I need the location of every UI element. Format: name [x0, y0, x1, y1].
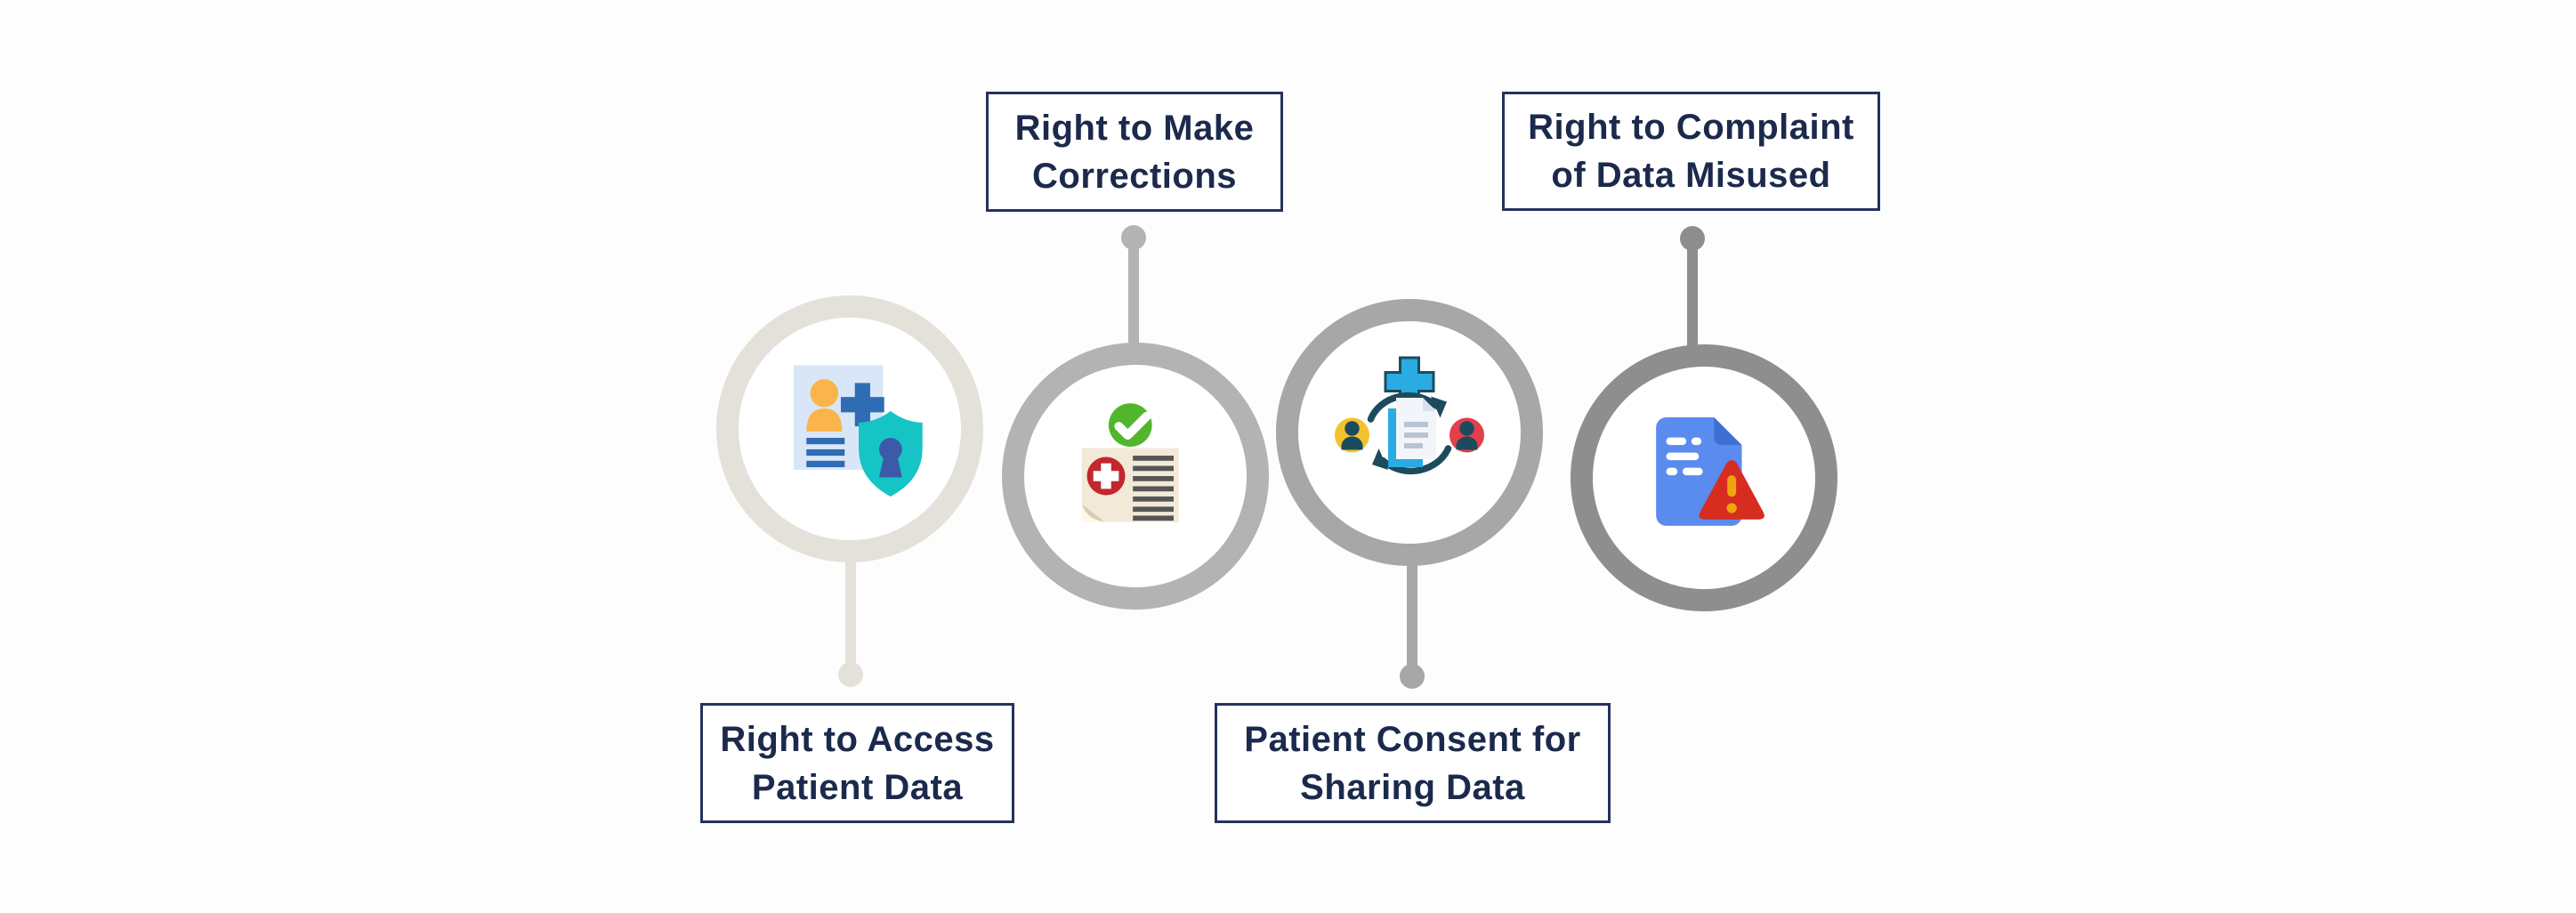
- connector-line-consent: [1407, 561, 1417, 676]
- label-line: of Data Misused: [1551, 156, 1831, 195]
- label-box-corrections: Right to Make Corrections: [986, 92, 1283, 212]
- connector-dot-complaint: [1680, 226, 1705, 251]
- label-line: Patient Data: [751, 767, 964, 807]
- connector-line-access: [845, 557, 856, 674]
- label-line: Sharing Data: [1300, 767, 1525, 807]
- connector-line-complaint: [1687, 238, 1698, 347]
- label-box-consent: Patient Consent for Sharing Data: [1215, 703, 1611, 823]
- document-warning-icon: [1656, 417, 1764, 526]
- timeline-circle-complaint: [1571, 344, 1837, 611]
- timeline-circle-consent: [1276, 299, 1543, 566]
- label-line: Patient Consent for: [1244, 719, 1581, 759]
- connector-dot-access: [838, 662, 863, 687]
- label-line: Right to Make: [1014, 108, 1255, 148]
- label-line: Right to Complaint: [1528, 108, 1854, 147]
- connector-dot-consent: [1400, 664, 1425, 689]
- label-box-complaint: Right to Complaint of Data Misused: [1502, 92, 1880, 211]
- label-line: Corrections: [1032, 156, 1237, 196]
- connector-line-corrections: [1128, 238, 1139, 347]
- approved-medical-document-icon: [1081, 403, 1179, 522]
- timeline-circle-corrections: [1002, 343, 1269, 610]
- timeline-circle-access: [716, 295, 983, 562]
- label-box-access: Right to Access Patient Data: [700, 703, 1014, 823]
- label-line: Right to Access: [720, 719, 995, 759]
- connector-dot-corrections: [1121, 225, 1146, 250]
- data-sharing-cycle-icon: [1335, 356, 1484, 475]
- patient-record-shield-icon: [793, 365, 923, 497]
